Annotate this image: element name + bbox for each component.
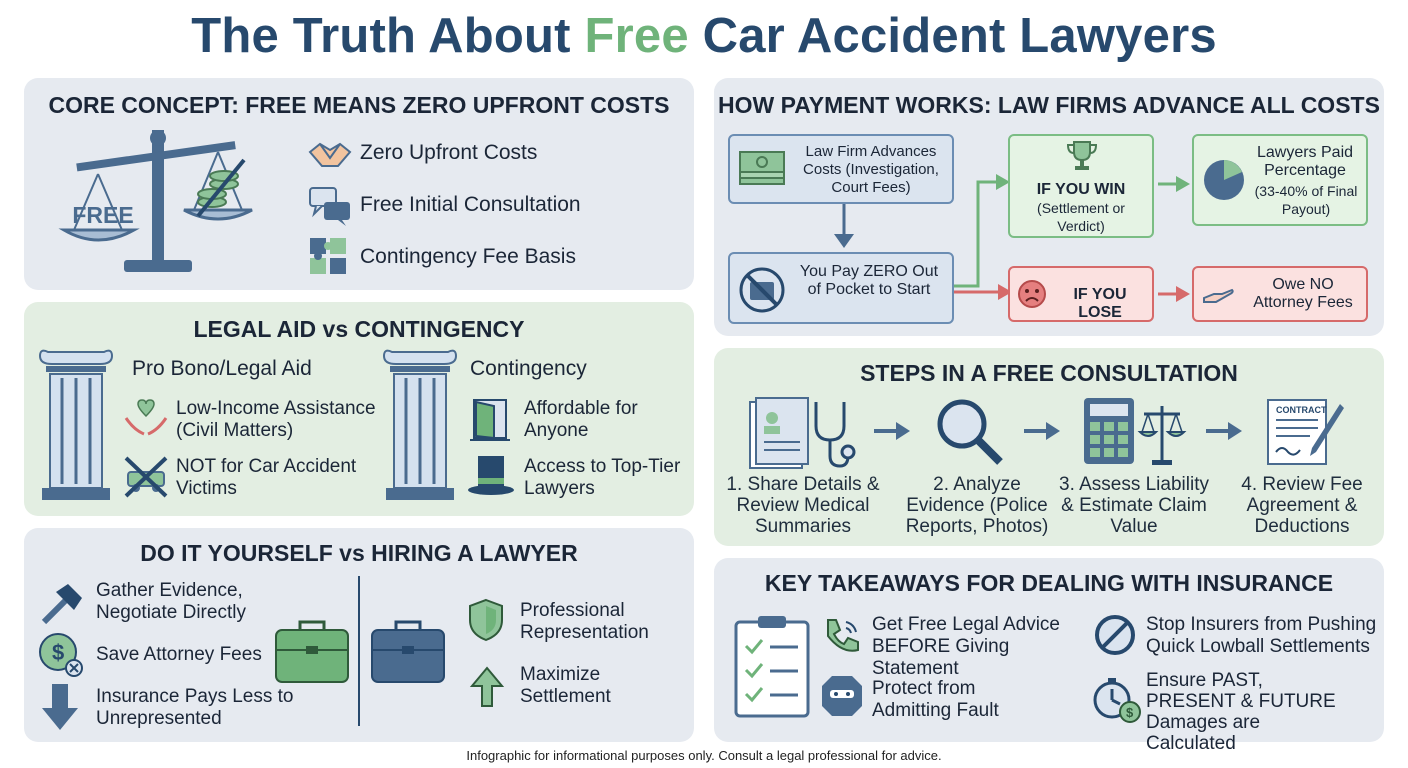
pillar-icon-right [382,349,458,500]
owe-text: Owe NO Attorney Fees [1253,276,1353,311]
svg-text:$: $ [52,640,64,665]
win-sub: (Settlement or Verdict) [1037,200,1125,234]
legal-aid-panel: LEGAL AID vs CONTINGENCY Pro Bono/Legal … [24,302,694,516]
takeaways-panel: KEY TAKEAWAYS FOR DEALING WITH INSURANCE… [714,558,1384,754]
pillar-icon-left [38,349,114,500]
pie-chart-icon [1204,160,1244,200]
title-free: Free [584,9,689,63]
heart-hands-icon [124,399,168,436]
owe-no-fees-box: Owe NO Attorney Fees [1192,266,1368,322]
win-label: IF YOU WIN [1036,181,1126,198]
arrow-down-icon [834,204,854,248]
arrow-up-icon [469,666,505,707]
takeaway-ensure-damages: Ensure PAST, PRESENT & FUTURE Damages ar… [1146,670,1336,754]
green-toolbox-icon [275,620,349,683]
step-arrow-3 [1206,422,1242,440]
lawyers-paid-box: Lawyers Paid Percentage (33-40% of Final… [1192,134,1368,226]
step-1-text: 1. Share Details & Review Medical Summar… [726,474,880,537]
right-item-affordable: Affordable for Anyone [524,398,638,441]
medical-file-icon [749,397,856,469]
calculator-scale-icon [1084,398,1187,465]
payment-heading: HOW PAYMENT WORKS: LAW FIRMS ADVANCE ALL… [718,92,1380,118]
takeaway-free-advice: Get Free Legal Advice BEFORE Giving Stat… [872,614,1060,679]
arrow-down-icon-2 [42,684,78,730]
core-concept-heading: CORE CONCEPT: FREE MEANS ZERO UPFRONT CO… [48,92,670,118]
magnifier-icon [937,399,1003,465]
step-arrow-2 [1024,422,1060,440]
paid-label: Lawyers Paid Percentage [1256,144,1354,179]
step-2-text: 2. Analyze Evidence (Police Reports, Pho… [905,474,1049,537]
zero-text: You Pay ZERO Out of Pocket to Start [799,263,939,298]
cash-stack-icon [739,151,785,185]
dollar-coin-icon: $ [39,633,83,677]
takeaway-protect: Protect from Admitting Fault [872,678,999,721]
core-item-free-consult: Free Initial Consultation [360,193,581,216]
crossed-car-icon [124,456,168,498]
zero-out-of-pocket-box: You Pay ZERO Out of Pocket to Start [728,252,954,324]
takeaway-stop-lowball: Stop Insurers from Pushing Quick Lowball… [1146,614,1377,657]
diy-item-save: Save Attorney Fees [96,644,262,665]
right-item-top-tier: Access to Top-Tier Lawyers [524,456,681,499]
title-pre: The Truth About [191,9,585,63]
svg-text:$: $ [1126,705,1134,720]
advance-text: Law Firm Advances Costs (Investigation, … [803,143,939,196]
arrow-right-lose [1158,286,1190,302]
step-4-text: 4. Review Fee Agreement & Deductions [1241,474,1363,537]
open-hand-icon [1203,288,1234,303]
contract-label: CONTRACT [1276,405,1327,415]
trophy-icon [1066,141,1098,170]
hire-item-maximize: Maximize Settlement [520,664,611,707]
core-concept-panel: CORE CONCEPT: FREE MEANS ZERO UPFRONT CO… [24,78,694,290]
step-3-text: 3. Assess Liability & Estimate Claim Val… [1059,474,1209,537]
diy-heading: DO IT YOURSELF vs HIRING A LAWYER [140,540,578,566]
phone-icon [827,619,859,652]
hire-item-professional: Professional Representation [520,600,649,643]
shield-icon [469,598,503,642]
steps-panel: STEPS IN A FREE CONSULTATION [714,348,1384,546]
chat-bubbles-icon [309,187,350,226]
open-door-icon [470,399,510,441]
contract-icon [1267,399,1344,465]
no-wallet-icon [739,267,785,313]
diy-divider [358,576,360,726]
legal-aid-heading: LEGAL AID vs CONTINGENCY [193,316,525,342]
sad-face-icon [1018,280,1046,308]
disclaimer: Infographic for informational purposes o… [466,748,942,763]
top-hat-icon [468,456,514,495]
puzzle-icon [310,238,346,274]
diy-item-gather: Gather Evidence, Negotiate Directly [96,580,246,623]
left-item-low-income: Low-Income Assistance (Civil Matters) [176,398,376,441]
core-item-zero-upfront: Zero Upfront Costs [360,141,538,164]
branch-arrows [954,174,1012,300]
takeaways-heading: KEY TAKEAWAYS FOR DEALING WITH INSURANCE [764,570,1334,596]
title-post: Car Accident Lawyers [688,9,1217,63]
payment-panel: HOW PAYMENT WORKS: LAW FIRMS ADVANCE ALL… [714,78,1384,336]
if-you-win-box: IF YOU WIN (Settlement or Verdict) [1008,134,1154,238]
diy-panel: DO IT YOURSELF vs HIRING A LAWYER Gather… [24,528,694,742]
left-item-not-car: NOT for Car Accident Victims [176,456,357,499]
left-col-title: Pro Bono/Legal Aid [132,357,312,380]
paid-sub: (33-40% of Final Payout) [1254,183,1358,217]
main-title: The Truth About Free Car Accident Lawyer… [0,8,1408,64]
scale-icon [58,130,253,272]
hammer-icon [41,584,82,625]
advance-box: Law Firm Advances Costs (Investigation, … [728,134,954,204]
blue-briefcase-icon [371,620,445,683]
step-arrow-1 [874,422,910,440]
steps-heading: STEPS IN A FREE CONSULTATION [860,360,1238,386]
prohibited-icon [1095,615,1135,655]
arrow-right-win [1158,176,1190,192]
if-you-lose-box: IF YOU LOSE [1008,266,1154,322]
money-timer-icon: $ [1093,678,1141,723]
diy-item-insurance-less: Insurance Pays Less to Unrepresented [96,686,294,729]
core-item-contingency-basis: Contingency Fee Basis [360,245,576,268]
checklist-icon [734,616,810,718]
scale-free-label: FREE [72,202,134,228]
masked-face-icon [822,676,862,716]
handshake-icon [308,142,352,167]
right-col-title: Contingency [470,357,587,380]
lose-label: IF YOU LOSE [1073,286,1127,321]
